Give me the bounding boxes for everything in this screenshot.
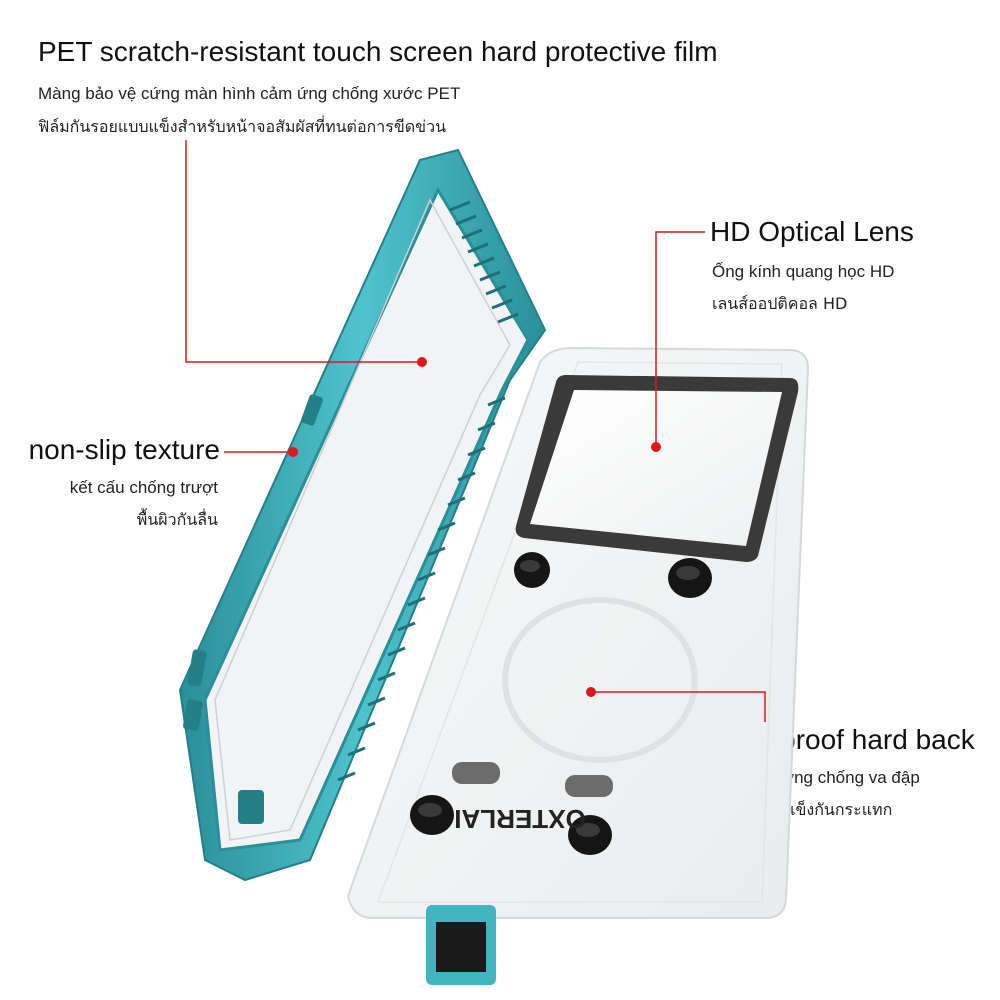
magnetic-ring xyxy=(502,597,698,763)
callouts xyxy=(185,140,766,722)
screen-film-vi: Màng bảo vệ cứng màn hình cảm ứng chống … xyxy=(38,84,461,103)
callout-dot xyxy=(586,687,596,697)
grip-ribs xyxy=(337,200,519,782)
non-slip-th: พื้นผิวกันลื่น xyxy=(136,510,218,529)
screen-film-th: ฟิล์มกันรอยแบบแข็งสำหรับหน้าจอสัมผัสที่ท… xyxy=(38,117,447,136)
back-shell: OXTERLAI xyxy=(346,346,810,985)
optical-lens-th: เลนส์ออปติคอล HD xyxy=(712,294,848,313)
screen-film xyxy=(203,186,530,852)
non-slip-vi: kết cấu chống trượt xyxy=(69,478,218,497)
non-slip-title: non-slip texture xyxy=(28,434,220,465)
callout-dot xyxy=(651,442,661,452)
optical-lens xyxy=(515,375,799,562)
optical-lens-title: HD Optical Lens xyxy=(710,216,914,247)
screen-film-title: PET scratch-resistant touch screen hard … xyxy=(38,36,718,67)
front-frame xyxy=(178,148,547,882)
optical-lens-vi: Ống kính quang học HD xyxy=(712,262,895,281)
brand-logo: OXTERLAI xyxy=(454,804,585,834)
callout-dot xyxy=(288,447,298,457)
callout-dot xyxy=(417,357,427,367)
